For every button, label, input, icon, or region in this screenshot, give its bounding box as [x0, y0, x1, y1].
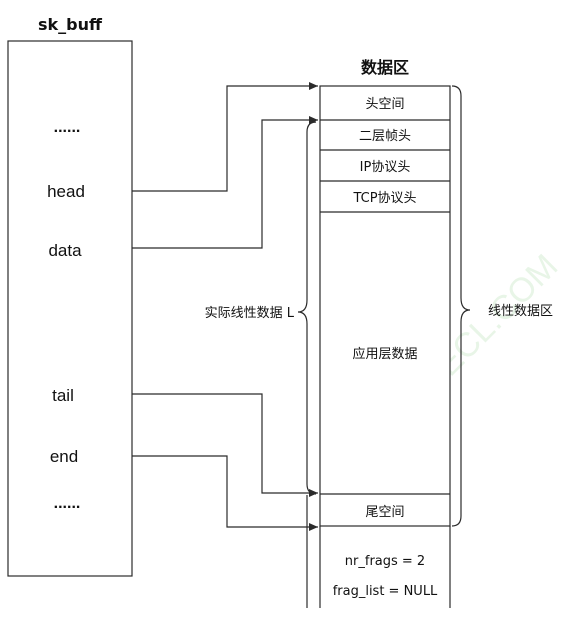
sk-buff-box [7, 40, 133, 577]
actual-linear-label: 实际线性数据 L [205, 306, 295, 321]
shared-nr-frags: nr_frags = 2 [345, 554, 425, 569]
head-pointer-arrow [132, 82, 318, 192]
cell-tcp-header: TCP协议头 [352, 191, 416, 206]
sk-buff-title: sk_buff [38, 15, 103, 34]
data-area-title: 数据区 [361, 58, 409, 77]
data-area-box [319, 85, 451, 527]
field-data: data [48, 241, 82, 260]
cell-app-data: 应用层数据 [352, 346, 417, 362]
cell-ip-header: IP协议头 [360, 160, 411, 175]
linear-area-brace [451, 85, 471, 527]
field-end: end [50, 447, 78, 466]
end-pointer-arrow [132, 455, 318, 531]
sk-buff-dots-bottom: ...... [54, 495, 81, 512]
actual-linear-brace [297, 121, 317, 495]
field-tail: tail [52, 386, 74, 405]
data-pointer-arrow [132, 116, 318, 249]
field-head: head [47, 182, 85, 201]
sk-buff-dots-top: ...... [54, 119, 81, 136]
tail-pointer-arrow [132, 393, 318, 497]
cell-headroom: 头空间 [365, 97, 404, 112]
cell-l2-header: 二层帧头 [359, 129, 411, 144]
cell-tailroom: 尾空间 [365, 505, 404, 520]
shared-frag-list: frag_list = NULL [333, 584, 438, 599]
linear-area-label: 线性数据区 [488, 304, 553, 319]
